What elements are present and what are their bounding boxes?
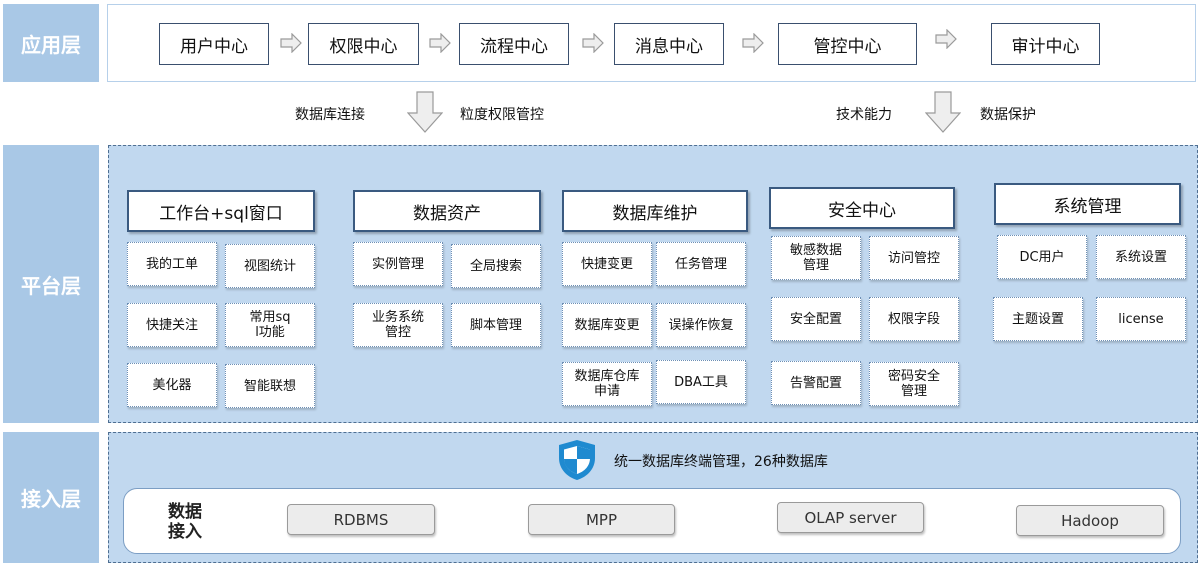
arrow-down-icon (407, 91, 443, 133)
platform-item[interactable]: 我的工单 (127, 242, 217, 286)
db-type-olap-server[interactable]: OLAP server (777, 502, 924, 533)
platform-item[interactable]: 主题设置 (993, 297, 1083, 341)
platform-item[interactable]: 视图统计 (225, 244, 315, 288)
platform-item[interactable]: 业务系统管控 (353, 303, 443, 347)
platform-item[interactable]: 美化器 (127, 363, 217, 407)
category-security-center[interactable]: 安全中心 (769, 187, 955, 229)
data-access-label-line: 接入 (168, 522, 202, 542)
platform-item[interactable]: 数据库变更 (562, 303, 652, 347)
category-db-maintenance[interactable]: 数据库维护 (562, 190, 748, 232)
platform-item[interactable]: 告警配置 (771, 361, 861, 405)
connector-label: 粒度权限管控 (460, 107, 544, 123)
platform-item[interactable]: 快捷变更 (562, 242, 652, 286)
platform-item-line: 管控 (384, 325, 411, 340)
category-data-assets[interactable]: 数据资产 (353, 190, 541, 232)
platform-item[interactable]: DC用户 (997, 235, 1087, 279)
layer-label-application: 应用层 (3, 4, 99, 82)
access-summary: 统一数据库终端管理，26种数据库 (614, 454, 828, 470)
platform-item-line: 申请 (593, 384, 620, 399)
app-module-control-center[interactable]: 管控中心 (778, 23, 917, 65)
platform-item-line: 管理 (802, 258, 829, 273)
data-access-label-line: 数据 (168, 502, 202, 522)
platform-item[interactable]: 全局搜索 (451, 244, 541, 288)
arrow-right-icon (280, 33, 302, 53)
platform-item[interactable]: 数据库仓库申请 (562, 362, 652, 406)
db-type-mpp[interactable]: MPP (528, 504, 675, 535)
shield-icon (559, 440, 595, 480)
category-system-management[interactable]: 系统管理 (994, 183, 1181, 225)
app-module-audit-center[interactable]: 审计中心 (991, 23, 1100, 65)
layer-label-access: 接入层 (3, 432, 99, 563)
db-type-hadoop[interactable]: Hadoop (1016, 505, 1164, 536)
app-module-message-center[interactable]: 消息中心 (614, 23, 724, 65)
platform-item[interactable]: 系统设置 (1096, 235, 1186, 279)
platform-item[interactable]: 智能联想 (225, 364, 315, 408)
platform-item[interactable]: 误操作恢复 (656, 303, 746, 347)
arrow-right-icon (742, 33, 764, 53)
platform-item-line: 常用sq (249, 310, 291, 325)
platform-item[interactable]: 敏感数据管理 (771, 236, 861, 280)
app-module-permission-center[interactable]: 权限中心 (308, 23, 419, 65)
platform-item[interactable]: 任务管理 (656, 242, 746, 286)
arrow-right-icon (429, 33, 451, 53)
platform-item[interactable]: 权限字段 (869, 297, 959, 341)
platform-item[interactable]: 访问管控 (869, 236, 959, 280)
db-type-rdbms[interactable]: RDBMS (287, 504, 435, 535)
platform-item[interactable]: 安全配置 (771, 297, 861, 341)
platform-item[interactable]: 密码安全管理 (869, 362, 959, 406)
platform-item[interactable]: 快捷关注 (127, 303, 217, 347)
connector-label: 数据保护 (980, 107, 1036, 123)
platform-item-line: 数据库仓库 (574, 369, 640, 384)
connector-label: 技术能力 (836, 107, 892, 123)
platform-item-line: 业务系统 (371, 310, 424, 325)
arrow-right-icon (582, 33, 604, 53)
platform-item[interactable]: 实例管理 (353, 242, 443, 286)
arrow-right-icon (935, 29, 957, 49)
platform-item-line: l功能 (255, 325, 285, 340)
app-module-user-center[interactable]: 用户中心 (159, 23, 269, 65)
app-module-process-center[interactable]: 流程中心 (459, 23, 569, 65)
platform-item[interactable]: license (1096, 297, 1186, 341)
platform-item[interactable]: 脚本管理 (451, 303, 541, 347)
platform-item-line: 管理 (900, 384, 927, 399)
arrow-down-icon (925, 91, 961, 133)
layer-label-platform: 平台层 (3, 145, 99, 423)
category-workbench[interactable]: 工作台+sql窗口 (127, 190, 315, 232)
platform-item[interactable]: DBA工具 (656, 360, 746, 404)
connector-label: 数据库连接 (295, 107, 365, 123)
platform-item-line: 密码安全 (887, 369, 940, 384)
data-access-label: 数据 接入 (168, 502, 202, 542)
platform-item-line: 敏感数据 (789, 243, 842, 258)
